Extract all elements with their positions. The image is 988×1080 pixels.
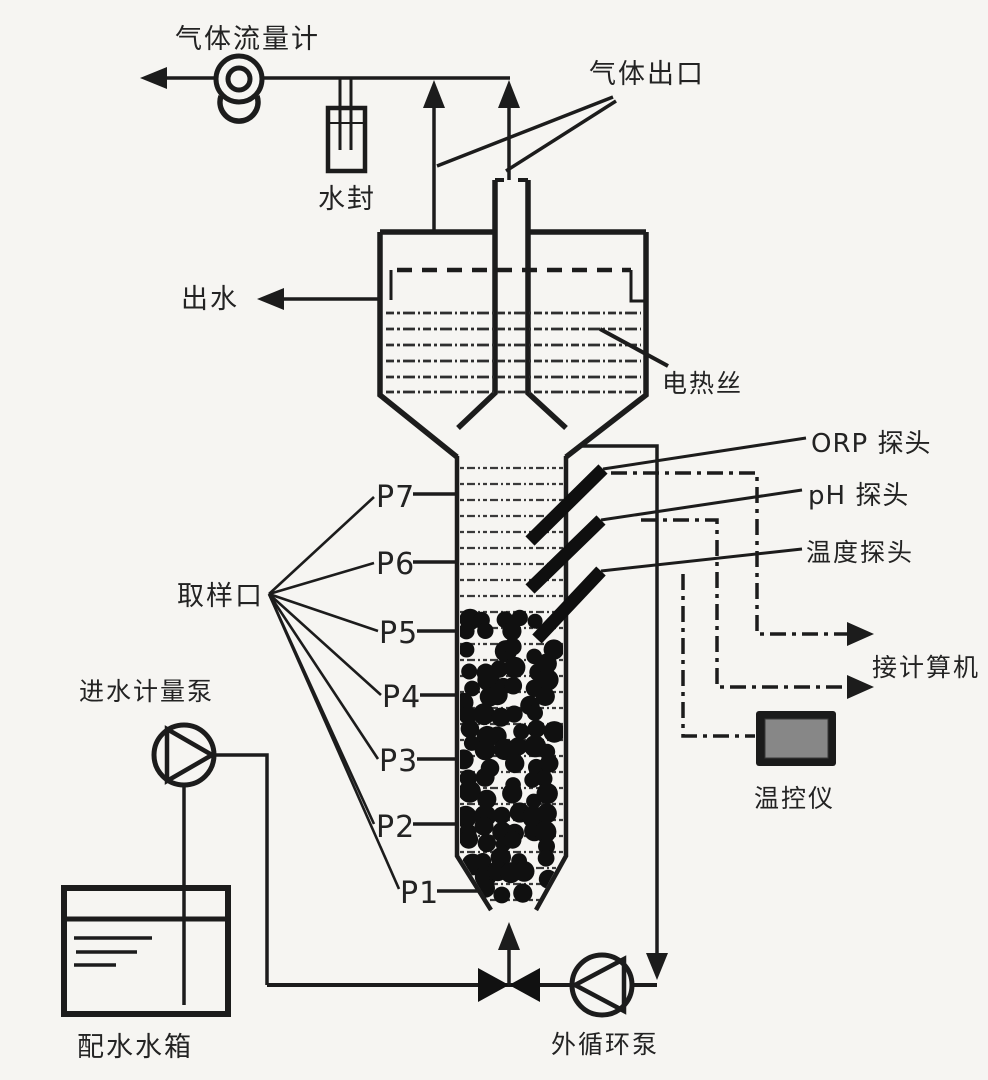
- port-label-p5: P5: [379, 616, 418, 651]
- sampling-port-fan: [267, 496, 401, 890]
- temp-controller-icon: [756, 711, 836, 766]
- orp-probe-icon: [525, 464, 608, 546]
- ph-probe-label: pH 探头: [808, 481, 909, 511]
- reactor-column: [454, 456, 569, 912]
- port-label-p1: P1: [400, 876, 439, 911]
- computer-arrow-top-icon: [847, 622, 874, 646]
- heating-wire-hatch: [386, 311, 641, 394]
- granular-sludge-bed: [460, 608, 563, 904]
- temp-probe-label: 温度探头: [806, 538, 914, 567]
- gas-up-arrow-left-icon: [423, 80, 445, 108]
- reactor-settler: [377, 178, 649, 460]
- influent-line: [182, 753, 269, 1005]
- gas-collector-pipe: [456, 178, 568, 431]
- gas-flow-meter-label: 气体流量计: [175, 24, 320, 55]
- probe-leaders: [600, 436, 807, 573]
- port-label-p4: P4: [382, 680, 421, 715]
- gas-outlet-leaders: [436, 95, 617, 173]
- temp-signal-line: [681, 574, 755, 738]
- orp-probe-label: ORP 探头: [811, 429, 931, 459]
- influent-pump-icon: [151, 722, 217, 788]
- influent-pump-label: 进水计量泵: [79, 677, 214, 706]
- water-seal-label: 水封: [318, 184, 376, 215]
- sampling-port-label: 取样口: [177, 581, 264, 612]
- circulation-pump-icon: [569, 952, 635, 1018]
- port-label-p3: P3: [379, 744, 418, 779]
- gas-up-arrow-right-icon: [498, 80, 520, 108]
- valve-icon: [478, 968, 540, 1002]
- ph-probe-icon: [525, 515, 606, 594]
- gas-flow-meter-icon: [213, 53, 265, 124]
- gas-outlet-label: 气体出口: [589, 59, 705, 90]
- orp-signal-line: [611, 471, 848, 636]
- water-tank-icon: [61, 885, 231, 1017]
- temp-controller-label: 温控仪: [754, 784, 835, 813]
- ph-signal-line: [641, 518, 848, 689]
- port-label-p2: P2: [376, 810, 415, 845]
- heating-wire-leader: [599, 327, 669, 368]
- circulation-down-arrow-icon: [646, 953, 668, 980]
- gas-exit-arrow-icon: [140, 67, 167, 89]
- to-computer-label: 接计算机: [872, 653, 980, 682]
- reactor-inlet: [498, 922, 520, 985]
- circulation-pump-label: 外循环泵: [551, 1030, 659, 1059]
- water-tank-label: 配水水箱: [77, 1032, 193, 1063]
- probes: [525, 464, 608, 644]
- port-label-p6: P6: [376, 547, 415, 582]
- heating-wire-label: 电热丝: [662, 369, 743, 398]
- port-label-p7: P7: [376, 480, 415, 515]
- inlet-up-arrow-icon: [498, 922, 520, 950]
- computer-arrow-bottom-icon: [847, 675, 874, 699]
- signal-lines: [611, 471, 848, 738]
- effluent-arrow-icon: [257, 288, 284, 310]
- sampling-port-ticks: [413, 492, 479, 893]
- effluent-label: 出水: [181, 284, 239, 315]
- water-seal-icon: [325, 78, 368, 174]
- temp-probe-icon: [532, 566, 606, 644]
- effluent-line: [257, 288, 381, 310]
